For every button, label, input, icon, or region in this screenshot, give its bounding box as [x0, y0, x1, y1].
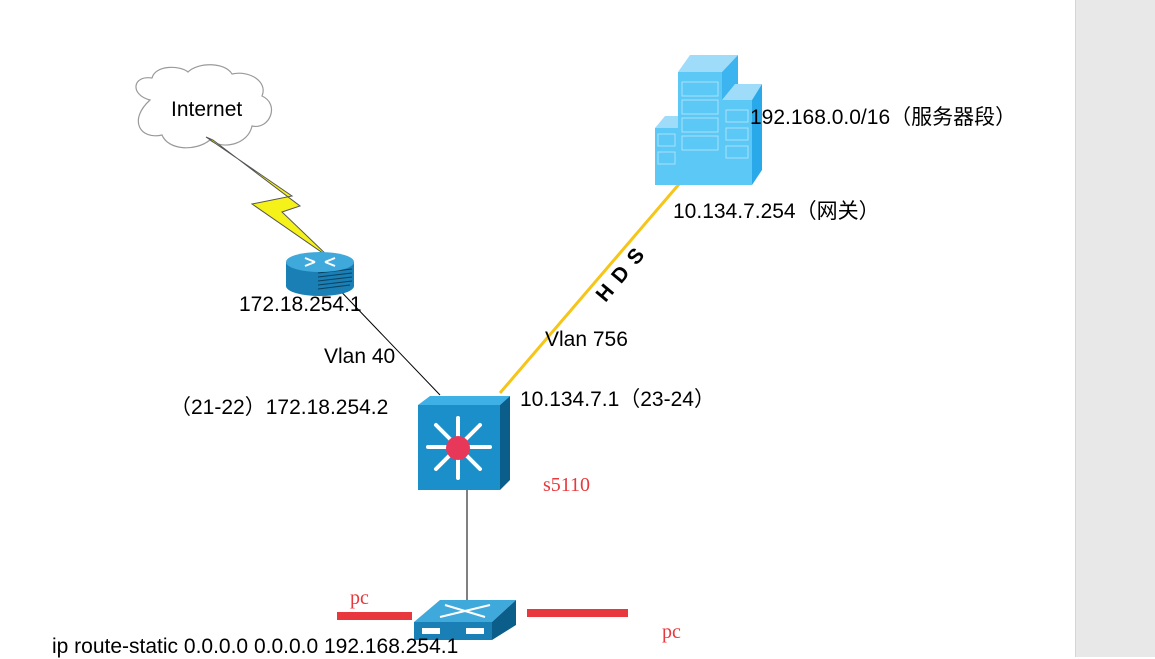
access-switch-icon: [414, 600, 516, 640]
router-icon: [286, 252, 354, 296]
vlan756-link: [498, 182, 682, 394]
switch-left-ip-label: （21-22）172.18.254.2: [170, 396, 389, 419]
internet-label: Internet: [171, 98, 243, 121]
pc-label-right: pc: [662, 621, 681, 643]
core-switch-name: s5110: [543, 474, 591, 496]
vlan40-link: [329, 279, 441, 396]
static-route-label: ip route-static 0.0.0.0 0.0.0.0 192.168.…: [52, 635, 459, 658]
server-building-icon: [655, 55, 762, 185]
internet-cloud-icon: [135, 64, 273, 149]
switch-right-ip-label: 10.134.7.1（23-24）: [520, 388, 715, 411]
pc-label-left: pc: [350, 587, 369, 609]
gateway-label: 10.134.7.254（网关）: [673, 200, 880, 223]
core-switch-icon: [418, 396, 510, 490]
vlan40-label: Vlan 40: [324, 345, 396, 368]
vlan756-label: Vlan 756: [545, 328, 628, 351]
router-ip-label: 172.18.254.1: [239, 293, 362, 316]
wan-link-lightning-icon: [205, 136, 331, 259]
server-segment-label: 192.168.0.0/16（服务器段）: [750, 106, 1017, 129]
side-panel: [1075, 0, 1155, 657]
